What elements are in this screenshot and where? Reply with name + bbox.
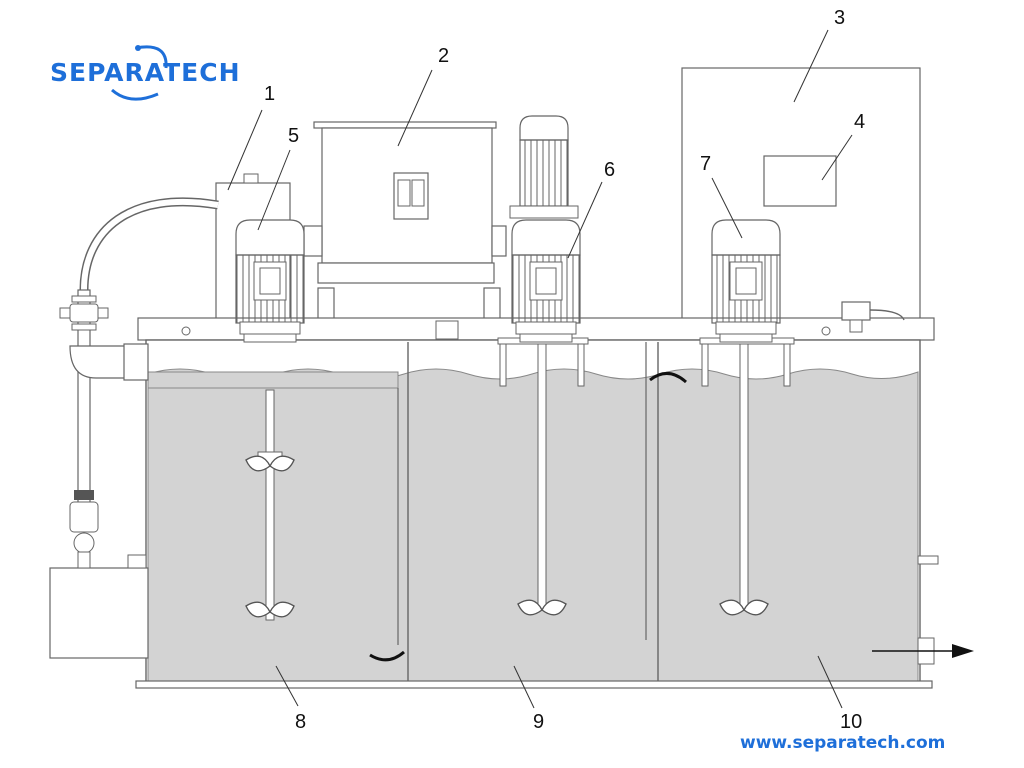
label-8: 8 <box>295 711 307 733</box>
website-url: www.separatech.com <box>740 733 946 753</box>
separatech-logo: SEPARATECH <box>50 38 260 108</box>
overflow-arrow <box>649 372 687 384</box>
mixer-motor-7 <box>711 219 781 343</box>
mixer-motor-6 <box>509 115 581 343</box>
mixer-motor-5 <box>235 219 305 343</box>
dosing-pump-base <box>49 567 149 659</box>
control-panel-window <box>763 155 837 207</box>
leader-lines <box>227 29 853 709</box>
feed-hose <box>79 197 219 291</box>
label-3: 3 <box>834 7 846 29</box>
label-6: 6 <box>604 159 616 181</box>
label-1: 1 <box>264 83 276 105</box>
inlet-piping <box>59 289 149 569</box>
label-4: 4 <box>854 111 866 133</box>
label-10: 10 <box>840 711 863 733</box>
label-2: 2 <box>438 45 450 67</box>
liquid-level <box>147 368 919 682</box>
powder-hopper <box>303 121 507 325</box>
outlet-flow-arrow <box>872 644 974 658</box>
label-5: 5 <box>288 125 300 147</box>
level-sensor <box>841 301 905 333</box>
underflow-arrow <box>369 650 405 662</box>
label-7: 7 <box>700 153 712 175</box>
logo-swoosh-icon <box>111 45 168 101</box>
mixer-1 <box>245 389 295 621</box>
base-skid <box>135 680 933 689</box>
logo-text: SEPARATECH <box>50 58 241 87</box>
label-9: 9 <box>533 711 545 733</box>
